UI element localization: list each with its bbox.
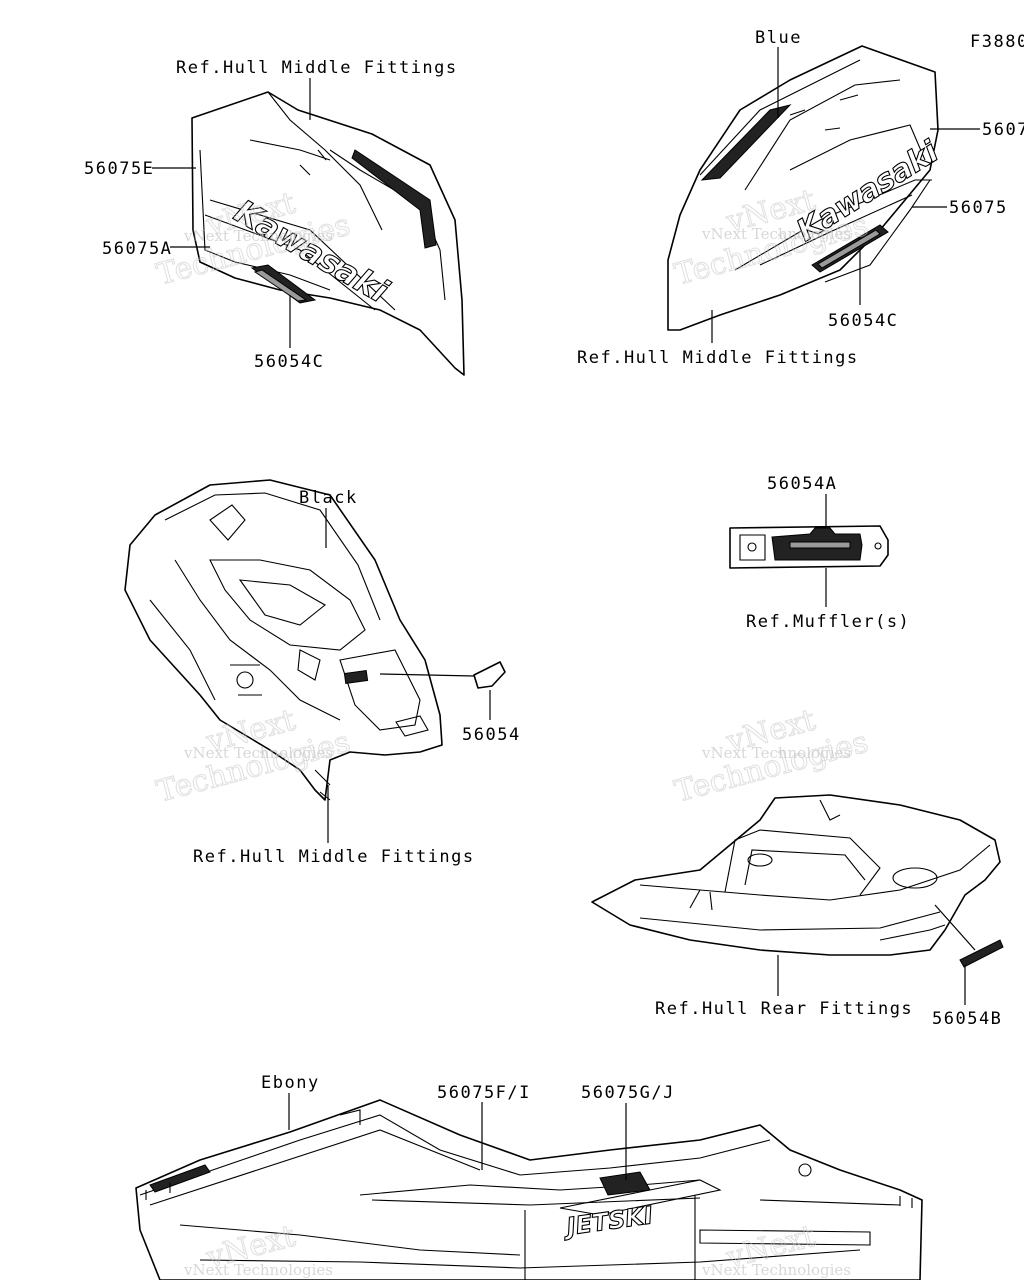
label-56075A: 56075A [102,239,172,259]
watermark-line-4: vNext Technologies [701,744,851,762]
label-56075E: 56075E [84,159,154,179]
label-ref-hull-rear: Ref.Hull Rear Fittings [655,999,913,1019]
watermark-line-1: vNext Technologies [183,227,333,245]
hull-middle [124,479,443,801]
decal-56054 [473,661,506,689]
watermark-line-6: vNext Technologies [701,1261,851,1279]
watermark-4: vNext Technologies vNext Technologies [671,702,873,810]
label-5607: 5607 [982,120,1024,140]
decal-56054B [959,939,1004,968]
label-56054B: 56054B [932,1009,1002,1029]
label-56075: 56075 [949,198,1008,218]
label-56054C-b: 56054C [828,311,898,331]
label-ref-mufflers: Ref.Muffler(s) [746,612,910,632]
label-ref-hull-middle-c: Ref.Hull Middle Fittings [193,847,475,867]
label-56075GJ: 56075G/J [581,1083,675,1103]
watermark-line-2: vNext Technologies [701,225,851,243]
label-ref-hull-middle-a: Ref.Hull Middle Fittings [176,58,458,78]
label-56075FI: 56075F/I [437,1083,531,1103]
hood-front-left: Kawasaki [191,91,465,376]
watermark-line-5: vNext Technologies [183,1261,333,1279]
label-ref-hull-middle-b: Ref.Hull Middle Fittings [577,348,859,368]
label-56054C-a: 56054C [254,352,324,372]
muffler [729,525,889,569]
label-ebony: Ebony [261,1073,320,1093]
label-56054A: 56054A [767,474,837,494]
watermark-line-3: vNext Technologies [183,744,333,762]
label-blue: Blue [755,28,802,48]
figure-code: F3880D [970,32,1024,52]
hull-side: JETSKI [135,1099,923,1281]
label-black: Black [299,488,358,508]
label-56054: 56054 [462,725,521,745]
hull-rear [591,794,1001,956]
